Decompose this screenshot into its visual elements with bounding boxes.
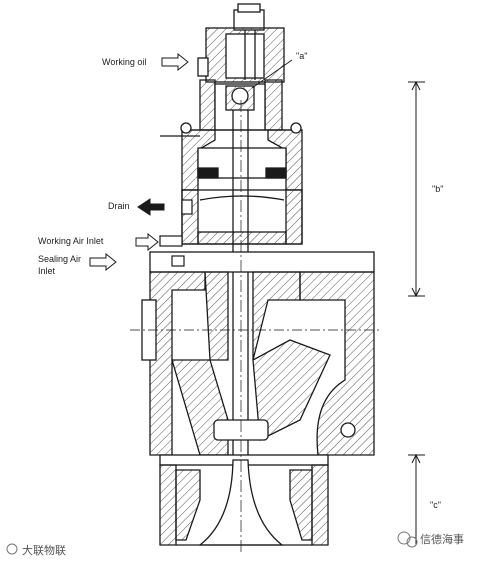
working-air-inlet-arrow — [135, 232, 159, 252]
drain-arrow — [137, 198, 165, 216]
working-oil-label: Working oil — [102, 57, 147, 67]
air-spring-cylinder — [181, 189, 303, 245]
watermark-right: 信德海事 — [420, 533, 464, 546]
sealing-air-inlet-label-line1: Sealing Air — [38, 254, 82, 264]
hydraulic-cylinder-housing — [181, 79, 303, 191]
inlet-fittings — [159, 199, 193, 267]
drain-label: Drain — [108, 201, 130, 211]
sealing-air-inlet-arrow — [89, 252, 117, 272]
working-oil-arrow — [161, 52, 189, 72]
bottom-piece-and-valve-head — [159, 100, 329, 555]
working-air-inlet-label: Working Air Inlet — [38, 236, 104, 246]
a-leader-line — [251, 59, 293, 89]
dimension-c-line — [408, 453, 425, 545]
watermark-icon-left — [6, 543, 18, 555]
sealing-air-inlet-label-line2: Inlet — [38, 266, 56, 276]
point-a-label: "a" — [296, 51, 308, 61]
dimension-b-label: "b" — [432, 184, 444, 194]
lifting-lever — [160, 57, 302, 137]
valve-housing — [130, 251, 380, 456]
watermark-left: 大联物联 — [22, 544, 66, 557]
dimension-c-label: "c" — [430, 500, 441, 510]
actuator-cap — [205, 3, 285, 83]
valve-spindle — [232, 110, 249, 460]
dimension-b-line — [408, 80, 425, 298]
watermark-icon-right — [397, 531, 418, 548]
